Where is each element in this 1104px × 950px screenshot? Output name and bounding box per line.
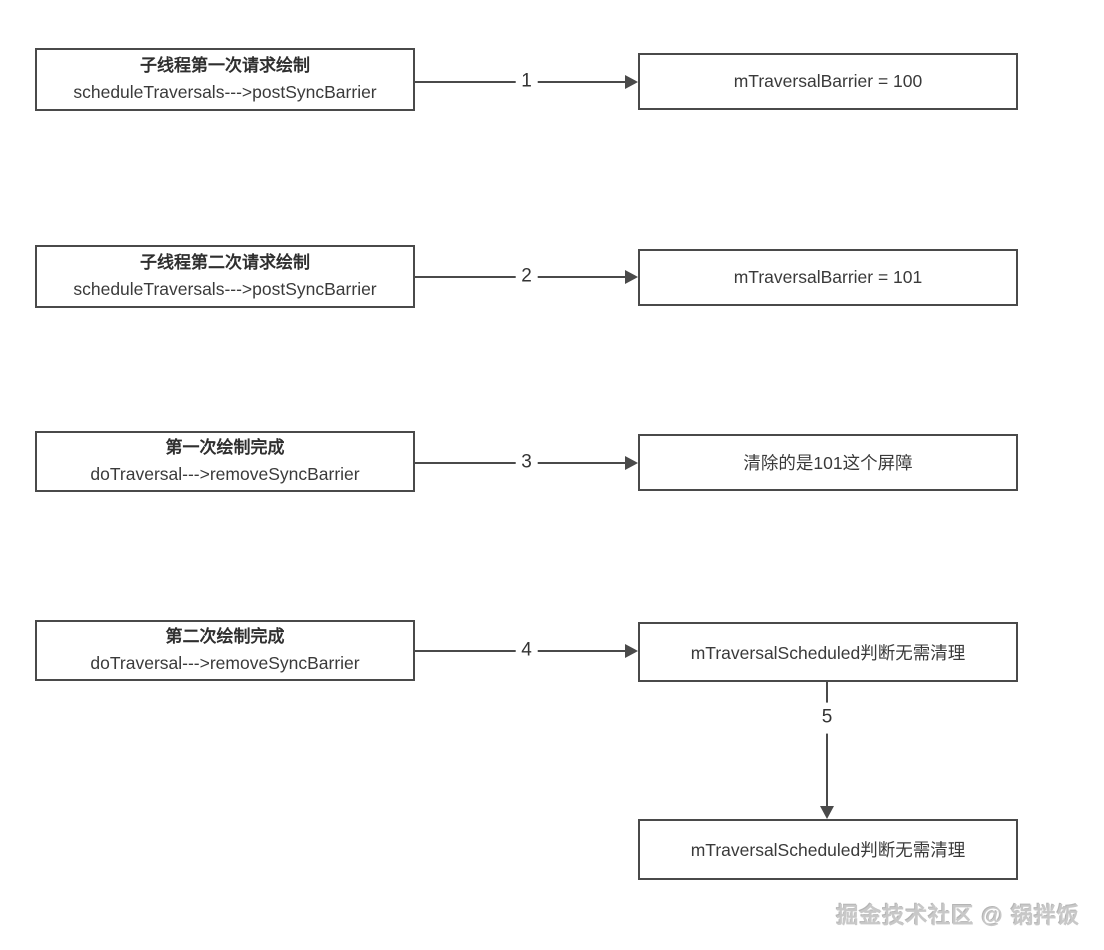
flow-box-no-cleanup-result: mTraversalScheduled判断无需清理 [638, 819, 1018, 880]
arrow-step-label: 5 [819, 702, 835, 734]
flow-box-text: mTraversalScheduled判断无需清理 [690, 642, 966, 663]
flow-box-text: 清除的是101这个屏障 [743, 453, 913, 473]
arrowhead-right-icon [625, 456, 638, 470]
flow-box-subtitle: scheduleTraversals--->postSyncBarrier [73, 82, 377, 103]
flow-box-clear-101: 清除的是101这个屏障 [638, 434, 1018, 491]
arrowhead-right-icon [625, 270, 638, 284]
flow-box-no-cleanup-check: mTraversalScheduled判断无需清理 [638, 622, 1018, 682]
flow-box-request-draw-2: 子线程第二次请求绘制 scheduleTraversals--->postSyn… [35, 245, 415, 308]
flow-box-title: 第一次绘制完成 [165, 438, 285, 458]
flow-box-barrier-101: mTraversalBarrier = 101 [638, 249, 1018, 306]
arrow-step-label: 2 [515, 265, 538, 289]
watermark: 掘金技术社区 @ 锅拌饭 [836, 903, 1080, 928]
flow-box-request-draw-1: 子线程第一次请求绘制 scheduleTraversals--->postSyn… [35, 48, 415, 111]
flow-box-draw-done-1: 第一次绘制完成 doTraversal--->removeSyncBarrier [35, 431, 415, 492]
flow-box-title: 子线程第二次请求绘制 [140, 252, 310, 272]
arrow-line [826, 682, 828, 810]
flow-box-text: mTraversalBarrier = 100 [733, 71, 923, 91]
flow-box-title: 子线程第一次请求绘制 [140, 55, 310, 75]
arrow-step-label: 4 [515, 639, 538, 663]
arrowhead-right-icon [625, 75, 638, 89]
flow-box-text: mTraversalBarrier = 101 [733, 267, 923, 287]
flow-box-text: mTraversalScheduled判断无需清理 [690, 840, 966, 860]
flow-box-subtitle: doTraversal--->removeSyncBarrier [90, 463, 360, 484]
arrowhead-down-icon [820, 806, 834, 819]
arrow-step-label: 1 [515, 70, 538, 94]
flow-box-subtitle: scheduleTraversals--->postSyncBarrier [73, 279, 377, 300]
flow-box-draw-done-2: 第二次绘制完成 doTraversal--->removeSyncBarrier [35, 620, 415, 681]
flow-box-barrier-100: mTraversalBarrier = 100 [638, 53, 1018, 110]
flow-box-subtitle: doTraversal--->removeSyncBarrier [90, 652, 360, 673]
flow-box-title: 第二次绘制完成 [165, 627, 285, 647]
arrow-step-label: 3 [515, 451, 538, 475]
arrowhead-right-icon [625, 644, 638, 658]
